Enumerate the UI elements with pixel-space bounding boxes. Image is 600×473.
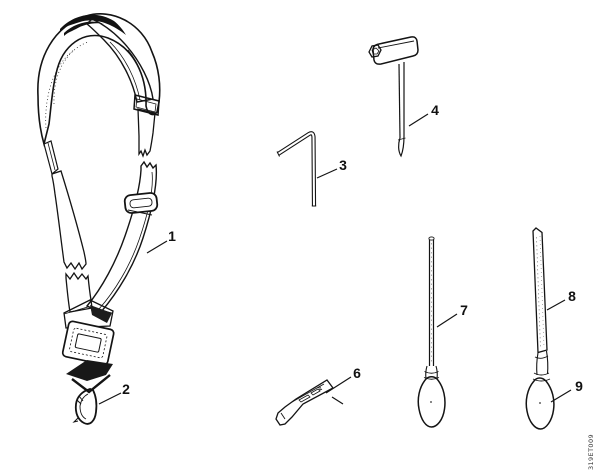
leader-4	[408, 113, 429, 127]
pad-shading	[60, 14, 126, 36]
adjuster-buckle	[123, 192, 159, 214]
strap-junction	[63, 299, 114, 329]
main-strap	[85, 160, 158, 313]
flat-file	[525, 227, 555, 430]
leader-1	[146, 240, 168, 254]
part-label-7: 7	[460, 302, 468, 318]
leader-6	[325, 376, 352, 405]
leader-lines	[98, 113, 572, 405]
part-label-4: 4	[431, 102, 439, 118]
part-label-6: 6	[353, 365, 361, 381]
leader-3	[316, 168, 338, 179]
upper-strap	[85, 18, 154, 103]
round-file	[417, 236, 446, 428]
left-strap	[51, 170, 87, 271]
slide-plate	[61, 320, 115, 366]
part-label-1: 1	[168, 228, 176, 244]
strap-keeper	[133, 94, 160, 116]
figure-code: 319ET009	[587, 434, 595, 470]
leader-7	[436, 313, 458, 328]
part-label-3: 3	[339, 157, 347, 173]
gauge-tool	[275, 379, 334, 426]
leader-9	[550, 389, 572, 403]
file-handle	[525, 377, 555, 430]
leader-2	[98, 392, 122, 405]
snap-hook	[72, 388, 98, 425]
part-label-2: 2	[122, 381, 130, 397]
round-file-handle	[417, 376, 446, 428]
t-handle-wrench	[368, 36, 419, 158]
strap-wrap	[66, 360, 113, 381]
shoulder-pad	[37, 13, 161, 148]
part-label-8: 8	[568, 288, 576, 304]
part-label-9: 9	[575, 378, 583, 394]
part-labels: 1 2 3 4 6 7 8 9	[122, 102, 583, 397]
v-link	[71, 374, 111, 394]
shoulder-harness-illustration	[37, 13, 161, 425]
hex-socket	[368, 44, 382, 58]
leader-8	[546, 299, 566, 311]
hex-key	[276, 131, 317, 207]
